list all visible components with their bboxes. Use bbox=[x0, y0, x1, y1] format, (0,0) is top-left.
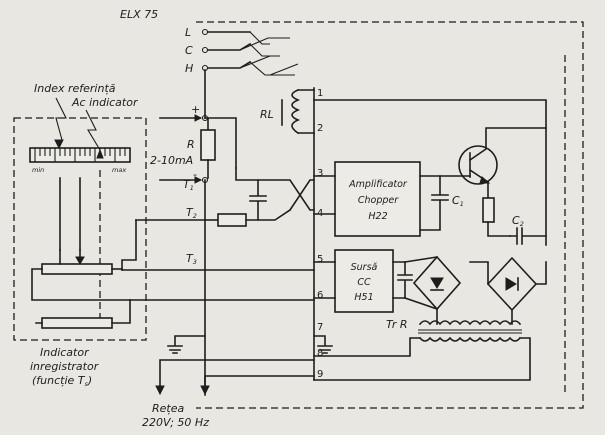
amp-inputs bbox=[313, 175, 336, 215]
output-transistor bbox=[313, 99, 547, 246]
pin-5: 5 bbox=[317, 254, 323, 265]
elx75-enclosure bbox=[196, 21, 584, 409]
pin-8: 8 bbox=[317, 348, 323, 359]
pin-9: 9 bbox=[317, 369, 323, 380]
transformer-label: Tr R bbox=[386, 318, 408, 331]
amplifier-line3: H22 bbox=[368, 211, 387, 222]
c1-label: C1 bbox=[452, 194, 464, 208]
pin-2: 2 bbox=[317, 123, 323, 134]
label-h: H bbox=[185, 62, 193, 75]
amplifier-line1: Amplificator bbox=[348, 179, 408, 190]
chopper-input-network bbox=[204, 167, 315, 227]
indicator-scale bbox=[29, 139, 131, 163]
amplifier-chopper-block bbox=[334, 161, 421, 237]
relay-label: RL bbox=[260, 108, 274, 121]
scale-min: min bbox=[32, 166, 44, 174]
ac-label: Ac indicator bbox=[71, 96, 139, 109]
amplifier-line2: Chopper bbox=[358, 195, 399, 206]
current-range: 2-10mA bbox=[150, 154, 193, 167]
index-label: Index referință bbox=[34, 82, 116, 95]
resistor-label: R bbox=[187, 138, 195, 151]
c2-label: C2 bbox=[512, 214, 524, 228]
psu-outputs bbox=[313, 261, 336, 299]
t2-label: T2 bbox=[186, 206, 197, 220]
minus-label: - bbox=[193, 168, 197, 181]
plus-label: + bbox=[191, 103, 200, 116]
t3-label: T3 bbox=[186, 252, 197, 266]
power-line1: Sursă bbox=[351, 262, 378, 273]
mains-line1: Rețea bbox=[152, 402, 184, 415]
index-pointer-leader bbox=[55, 97, 67, 141]
recorder-line2: inregistrator bbox=[30, 360, 100, 373]
capacitor-c2 bbox=[509, 227, 547, 245]
pin-1: 1 bbox=[317, 88, 323, 99]
mains-inputs bbox=[155, 359, 315, 396]
power-supply-block bbox=[334, 249, 394, 313]
power-line2: CC bbox=[357, 277, 371, 288]
t1-label: T1 bbox=[183, 178, 194, 192]
input-resistor-network bbox=[159, 114, 237, 184]
rectifier-bridge-2 bbox=[469, 256, 547, 325]
indicator-internals bbox=[31, 170, 137, 329]
input-terminals bbox=[201, 28, 299, 76]
ground-symbols bbox=[167, 335, 333, 354]
pin-3: 3 bbox=[317, 168, 323, 179]
ac-pointer-leader bbox=[85, 109, 101, 151]
power-line3: H51 bbox=[354, 292, 373, 303]
pin-6: 6 bbox=[317, 290, 323, 301]
transformer bbox=[313, 320, 531, 381]
pin-7: 7 bbox=[317, 322, 323, 333]
rectifier-bridge-1 bbox=[392, 255, 462, 325]
recorder-line3: (funcție Ts) bbox=[32, 374, 92, 388]
relay-coil bbox=[281, 88, 315, 135]
label-c: C bbox=[185, 44, 193, 57]
scale-max: max bbox=[112, 166, 126, 174]
mains-line2: 220V; 50 Hz bbox=[142, 416, 209, 429]
indicator-box bbox=[13, 117, 147, 341]
title-label: ELX 75 bbox=[120, 8, 158, 21]
recorder-line1: Indicator bbox=[40, 346, 90, 359]
label-l: L bbox=[185, 26, 191, 39]
